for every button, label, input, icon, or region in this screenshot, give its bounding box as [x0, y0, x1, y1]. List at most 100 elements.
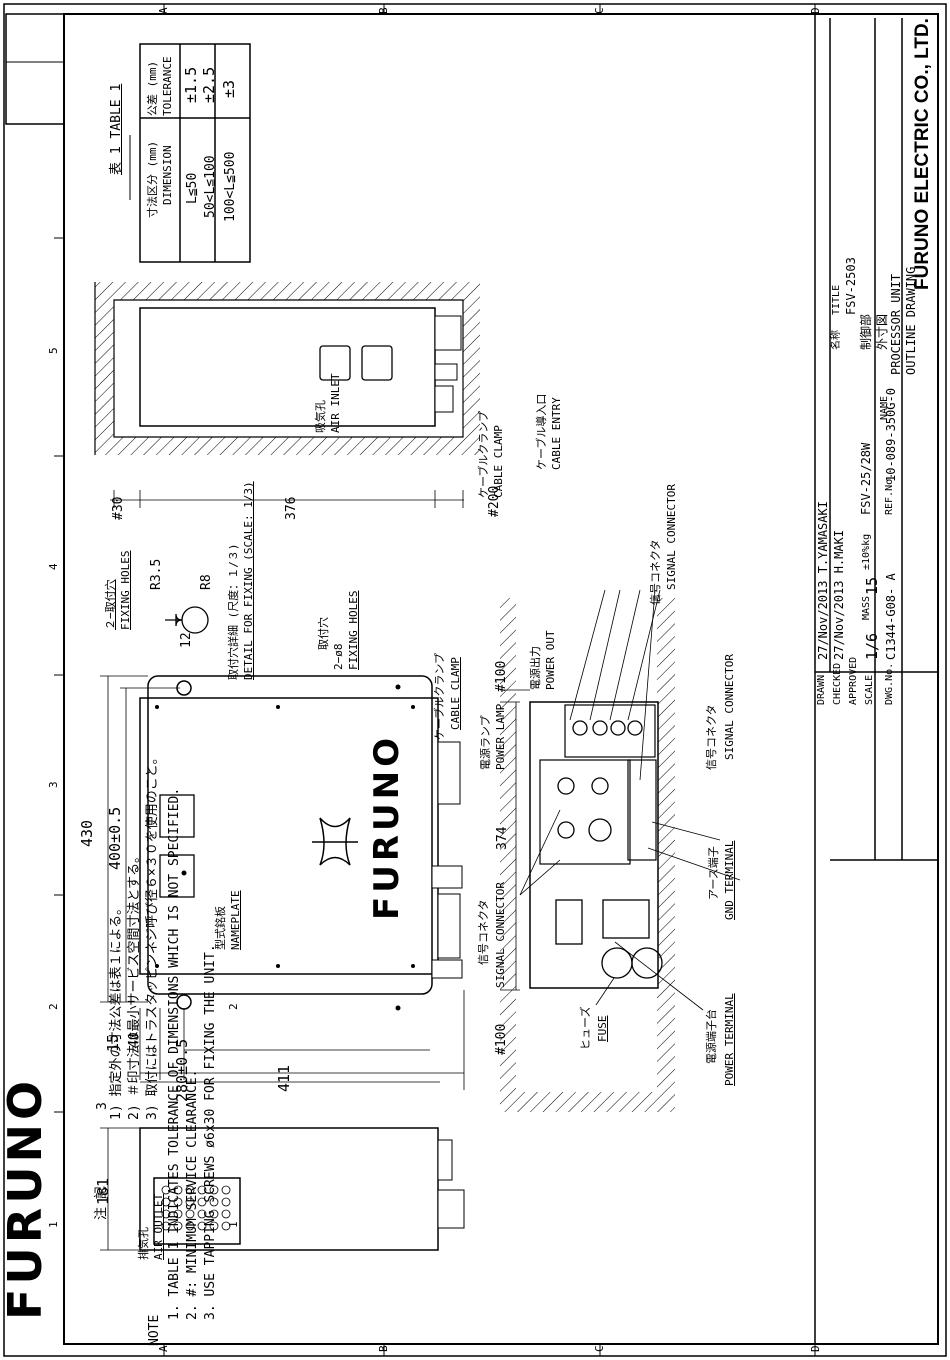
- fixing-holes-8-jp: 取付穴: [317, 617, 330, 650]
- zone-mark-3: 3: [47, 781, 60, 788]
- checked-value: 27/Nov/2013 H.MAKI: [832, 529, 846, 660]
- ref-value: 10-089-350G-0: [884, 388, 898, 482]
- dim-411: 411: [275, 1064, 293, 1092]
- corner-box: [5, 13, 65, 125]
- name-jp-label: 名称: [831, 330, 842, 350]
- dwg-value: C1344-G08- A: [884, 573, 898, 660]
- power-terminal-en: POWER TERMINAL: [723, 993, 736, 1086]
- rear-view: [500, 589, 741, 1112]
- fixing-holes-2-en: FIXING HOLES: [119, 550, 132, 630]
- checked-label: CHECKED: [832, 662, 843, 705]
- power-out-jp: 電源出力: [529, 646, 542, 690]
- note-jp-3: 3) 取付にはトラスタッピンネジ呼び径６×３０を使用のこと。: [145, 751, 160, 1120]
- table1-row3-dim: 100<L≦500: [223, 151, 238, 222]
- table1-tol-header-en: TOLERANCE: [161, 56, 174, 116]
- mass-value: 15: [863, 576, 881, 595]
- fuse-jp: ヒューズ: [579, 1006, 592, 1050]
- air-inlet-label-jp: 吸気孔: [314, 400, 327, 433]
- table1-row1-dim: L≦50: [185, 172, 200, 204]
- drawn-value: 27/Nov/2013 T.YAMASAKI: [816, 501, 830, 660]
- note-en-2: 2. #: MINIMUM SERVICE CLEARANCE.: [185, 1069, 200, 1320]
- zone-mark-d-top: D: [809, 7, 822, 14]
- zone-mark-b-bottom: B: [377, 1345, 390, 1352]
- drawn-label: DRAWN: [816, 674, 827, 705]
- notes-en-header: NOTE: [147, 1314, 162, 1346]
- dim-3: 3: [95, 1102, 110, 1110]
- name-jp-2: 外寸図: [875, 313, 889, 350]
- outer-border: [3, 3, 947, 1357]
- signal-connector-left-jp: 信号コネクタ: [477, 899, 490, 965]
- company-name: FURUNO ELECTRIC CO., LTD.: [912, 18, 933, 290]
- name-en-1: PROCESSOR UNIT: [889, 273, 903, 375]
- mass-unit: ±10%kg: [861, 533, 872, 570]
- cable-entry-en: CABLE ENTRY: [550, 397, 563, 470]
- table1-dim-header-en: DIMENSION: [161, 145, 174, 205]
- note-jp-2: 2) ＃印寸法は最小サービス空間寸法とする。: [127, 849, 142, 1120]
- dim-200: #200: [487, 485, 502, 517]
- note-jp-1: 1) 指定外の寸法公差は表１による。: [109, 901, 124, 1120]
- dim-r35: R3.5: [149, 558, 164, 590]
- cable-entry-jp: ケーブル導入口: [535, 393, 548, 470]
- dim-376: 376: [284, 496, 299, 520]
- zone-mark-2-right: 2: [227, 1003, 240, 1010]
- air-outlet-en: AIR OUTLET: [152, 1193, 165, 1260]
- fixing-holes-8-jp2: 2−ø8: [332, 643, 345, 671]
- table1-tol-header-jp: 公差 (mm): [146, 60, 159, 116]
- name-jp-1: 制御部: [859, 313, 873, 350]
- table1-row3-tol: ±3: [220, 79, 238, 98]
- scale-label: SCALE: [864, 674, 875, 705]
- dim-r8: R8: [199, 574, 214, 590]
- dim-100-left: #100: [494, 1023, 509, 1055]
- dwg-label: DWG.No.: [884, 662, 895, 705]
- detail-fixing-jp: 取付穴詳細 (尺度：１/３): [227, 543, 240, 681]
- dim-374: 374: [495, 826, 510, 850]
- zone-mark-c-bottom: C: [593, 1345, 606, 1352]
- zone-mark-4: 4: [47, 563, 60, 570]
- title-label: TITLE: [831, 284, 842, 315]
- dim-12: 12: [179, 632, 194, 648]
- name-en-2: OUTLINE DRAWING: [904, 266, 918, 375]
- signal-connector-top-en: SIGNAL CONNECTOR: [665, 484, 678, 590]
- note-en-3: 3. USE TAPPING SCREWS ø6x30 FOR FIXING T…: [203, 944, 218, 1320]
- front-view: [100, 675, 465, 1090]
- signal-connector-left-en: SIGNAL CONNECTOR: [494, 882, 507, 988]
- zone-mark-1: 1: [47, 1221, 60, 1228]
- dim-430: 430: [78, 819, 96, 847]
- model-ref: FSV-25/28W: [859, 442, 873, 515]
- table1-row1-tol: ±1.5: [182, 66, 200, 103]
- power-terminal-jp: 電源端子台: [705, 1009, 718, 1064]
- zone-mark-2: 2: [47, 1003, 60, 1010]
- nameplate-en: NAMEPLATE: [229, 890, 242, 950]
- fixing-holes-8-en: FIXING HOLES: [347, 590, 360, 670]
- table1-row2-dim: 50<L≦100: [203, 155, 218, 218]
- gnd-terminal-en: GND TERMINAL: [723, 840, 736, 920]
- notes-jp-header: 注 記: [94, 1186, 109, 1220]
- fixing-holes-2-jp: ２−取付穴: [104, 579, 117, 630]
- zone-mark-a-top: A: [157, 7, 170, 14]
- cable-clamp-en: CABLE CLAMP: [449, 657, 462, 730]
- zone-mark-d-bottom: D: [809, 1345, 822, 1352]
- model-name: FSV-2503: [844, 257, 858, 315]
- zone-mark-5: 5: [47, 347, 60, 354]
- side-view: [100, 1081, 465, 1251]
- cable-clamp-jp: ケーブルクランプ: [433, 652, 446, 740]
- title-block-grid: [814, 13, 939, 1345]
- dim-100-right: #100: [494, 660, 509, 692]
- zone-mark-1-right: 1: [227, 1221, 240, 1228]
- table1-title: 表 1 TABLE 1: [109, 83, 124, 175]
- table1-dim-header-jp: 寸法区分 (mm): [146, 140, 159, 218]
- power-lamp-en: POWER LAMP: [494, 703, 507, 770]
- zone-mark-c-top: C: [593, 7, 606, 14]
- signal-connector-mid-en: SIGNAL CONNECTOR: [723, 654, 736, 760]
- signal-connector-top-jp: 信号コネクタ: [649, 539, 662, 605]
- gnd-terminal-jp: アース端子: [707, 846, 720, 900]
- dim-30: #30: [111, 496, 126, 520]
- air-inlet-label-en: AIR INLET: [329, 373, 342, 433]
- dim-400: 400±0.5: [106, 806, 124, 870]
- zone-mark-a-bottom: A: [157, 1345, 170, 1352]
- fuse-en: FUSE: [596, 1015, 609, 1043]
- fixing-detail: [165, 606, 209, 634]
